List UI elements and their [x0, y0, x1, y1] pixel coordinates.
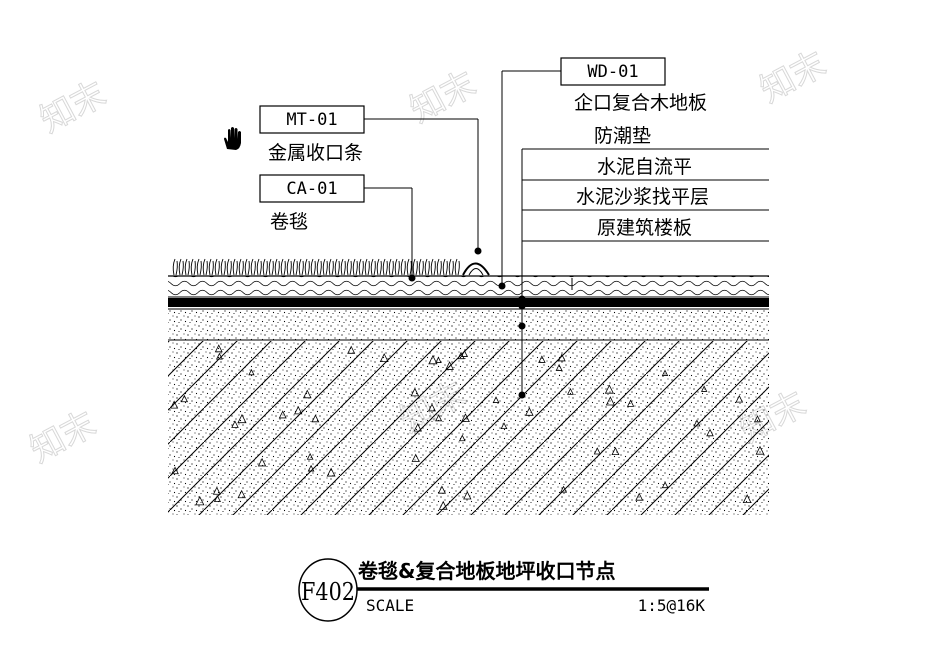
label-wood-floor: 企口复合木地板 [574, 92, 707, 114]
callout-mt01: MT-01 金属收口条 [259, 105, 482, 255]
tag-box [259, 105, 365, 134]
label-carpet: 卷毯 [270, 211, 308, 233]
structural-slab [168, 341, 769, 515]
watermark-text: 知末 [34, 74, 113, 141]
tag-code: WD-01 [587, 62, 638, 82]
scale-value: 1:5@16K [638, 596, 706, 615]
wood-floor-layer [168, 275, 769, 298]
callout-ca01: CA-01 卷毯 [259, 174, 416, 282]
layer-stack-leader: 防潮垫 水泥自流平 水泥沙浆找平层 原建筑楼板 [518, 125, 769, 399]
label-structural-slab: 原建筑楼板 [597, 217, 692, 239]
leader-dot [474, 247, 482, 255]
detail-code: F402 [301, 578, 355, 606]
label-self-leveling: 水泥自流平 [597, 156, 692, 178]
label-mortar-screed: 水泥沙浆找平层 [576, 186, 709, 208]
label-moisture-barrier: 防潮垫 [594, 125, 651, 147]
tag-code: MT-01 [286, 110, 337, 130]
title-block: F402 卷毯&复合地板地坪收口节点 SCALE 1:5@16K [298, 558, 709, 622]
watermark-text: 知末 [754, 44, 833, 111]
screed-layer [168, 308, 769, 341]
tag-code: CA-01 [286, 179, 337, 199]
metal-trim-strip [462, 262, 490, 276]
leader-dot [408, 274, 416, 282]
self-leveling-layer [168, 298, 769, 307]
callout-wd01: WD-01 企口复合木地板 [498, 57, 707, 290]
label-metal-trim: 金属收口条 [268, 142, 363, 164]
watermark-text: 知末 [24, 404, 103, 471]
detail-title: 卷毯&复合地板地坪收口节点 [358, 559, 615, 583]
scale-label: SCALE [366, 596, 414, 615]
leader-dot [498, 282, 506, 290]
watermark-text: 知末 [404, 64, 483, 131]
hand-cursor-icon [224, 127, 241, 150]
carpet-pile [172, 258, 460, 276]
